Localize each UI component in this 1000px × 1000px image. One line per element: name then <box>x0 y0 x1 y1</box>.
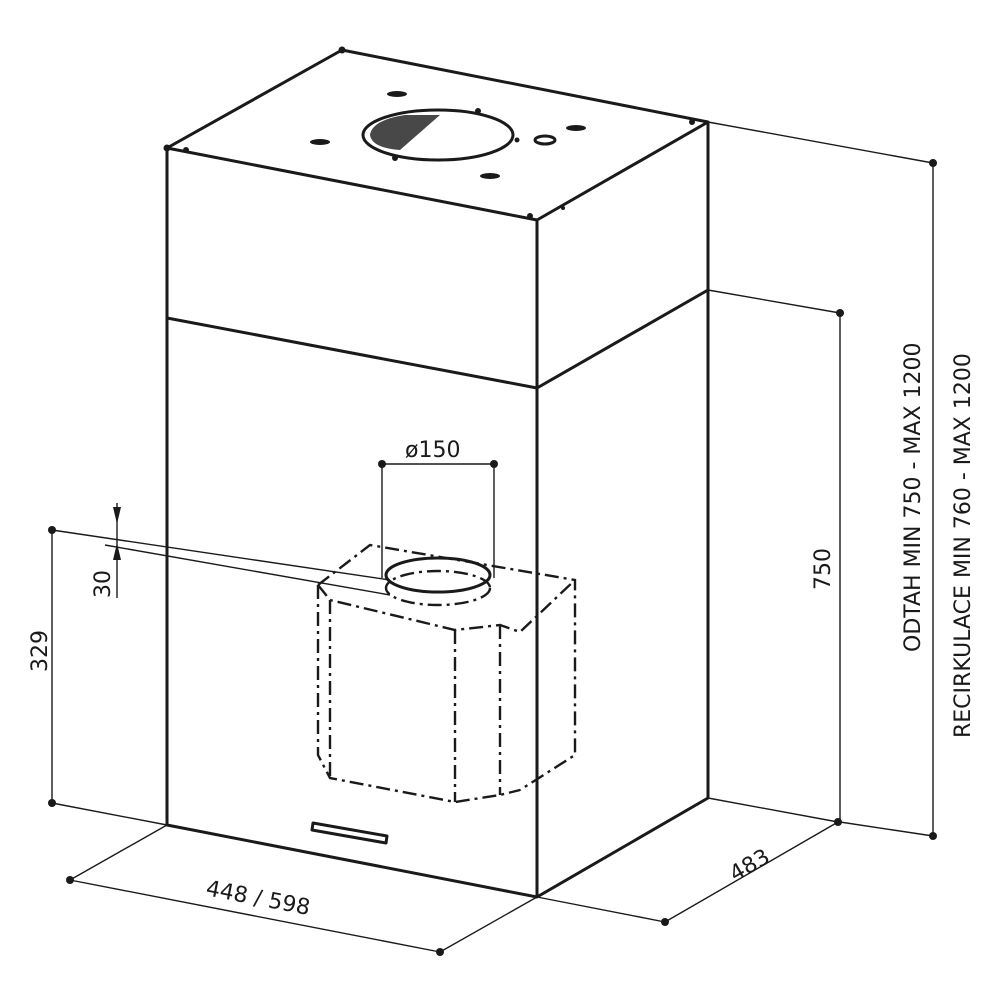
depth-label: 483 <box>726 845 775 888</box>
dimension-lines <box>48 121 937 956</box>
offset-label: 30 <box>91 570 116 598</box>
top-outlet <box>163 46 695 219</box>
hood-body <box>165 48 710 899</box>
recirculation-height-label: RECIRKULACE MIN 760 - MAX 1200 <box>951 353 976 738</box>
duct-diameter-label: ø150 <box>405 438 460 463</box>
motor-unit-hidden <box>316 543 577 804</box>
width-label: 448 / 598 <box>204 876 312 921</box>
extraction-height-label: ODTAH MIN 750 - MAX 1200 <box>901 343 926 653</box>
control-panel <box>310 821 389 845</box>
motor-height-label: 329 <box>28 630 53 672</box>
body-height-label: 750 <box>811 548 836 590</box>
